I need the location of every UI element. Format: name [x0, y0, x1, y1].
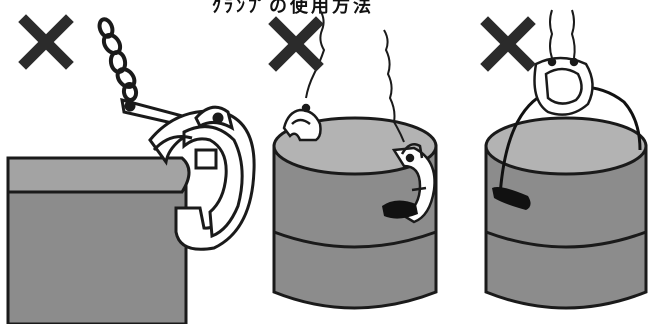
drum-icon — [486, 118, 646, 308]
clamp-icon — [284, 105, 321, 140]
panel-drum-side-clamp — [274, 10, 436, 308]
chain-icon — [97, 17, 138, 100]
panel-drum-cable — [486, 10, 646, 308]
cross-icon — [276, 24, 316, 64]
cross-icon — [488, 24, 528, 64]
clamp-icon — [535, 58, 593, 115]
cross-icon — [26, 22, 66, 62]
plate-icon — [8, 158, 189, 324]
slot-icon — [382, 200, 418, 218]
panel-plate-edge — [8, 17, 254, 324]
chain-icon — [550, 10, 575, 58]
